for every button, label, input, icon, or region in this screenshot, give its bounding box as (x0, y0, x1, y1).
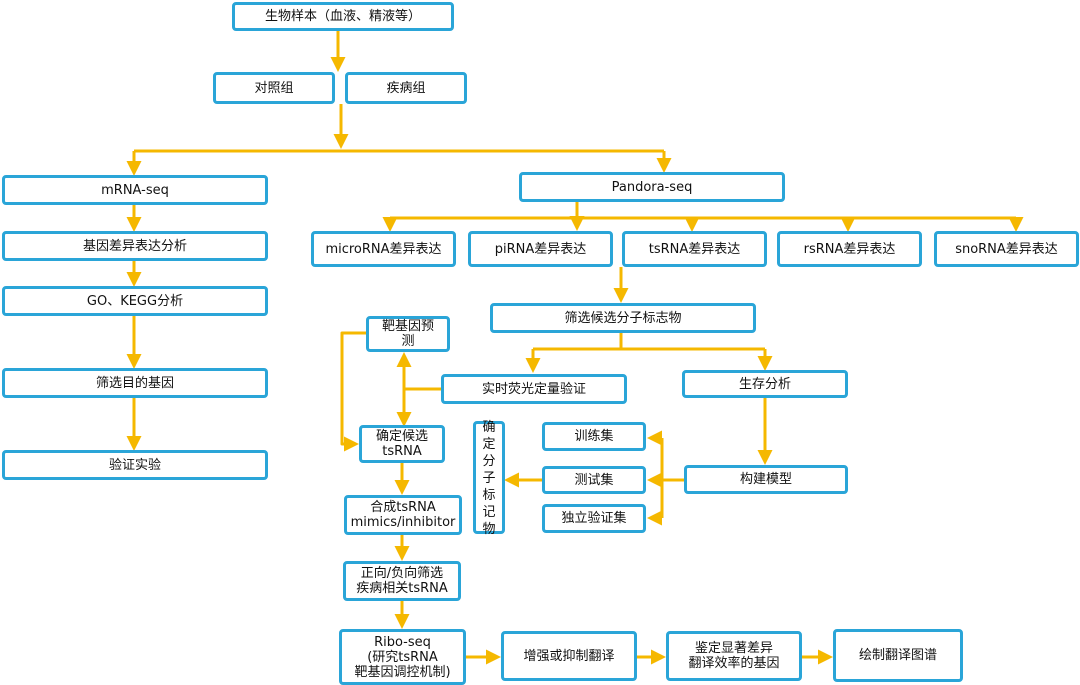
control-group-label: 对照组 (254, 80, 294, 96)
sample-box: 生物样本（血液、精液等） (232, 2, 454, 31)
identify-line2: 翻译效率的基因 (688, 656, 780, 671)
microrna-box: microRNA差异表达 (311, 231, 456, 267)
screen-related-line2: 疾病相关tsRNA (356, 581, 448, 596)
pirna-box: piRNA差异表达 (468, 231, 613, 267)
enhance-inhibit-box: 增强或抑制翻译 (501, 631, 637, 681)
sample-label: 生物样本（血液、精液等） (264, 9, 421, 24)
gene-diff-box: 基因差异表达分析 (2, 231, 268, 261)
enhance-inhibit-label: 增强或抑制翻译 (523, 648, 615, 664)
qpcr-box: 实时荧光定量验证 (441, 374, 627, 404)
pandora-seq-box: Pandora-seq (519, 172, 785, 202)
screen-related-line1: 正向/负向筛选 (360, 566, 444, 581)
build-model-box: 构建模型 (684, 465, 848, 494)
marker-vertical-label: 确定分子标记物 (482, 420, 496, 537)
tsrna-box: tsRNA差异表达 (622, 231, 767, 267)
pandora-seq-label: Pandora-seq (611, 179, 693, 195)
training-set-box: 训练集 (542, 422, 646, 451)
ribo-line3: 靶基因调控机制) (354, 664, 451, 680)
disease-group-label: 疾病组 (386, 80, 426, 96)
build-model-label: 构建模型 (739, 472, 792, 487)
screen-genes-box: 筛选目的基因 (2, 368, 268, 398)
screen-markers-box: 筛选候选分子标志物 (490, 303, 756, 333)
marker-vertical-box: 确定分子标记物 (473, 420, 505, 537)
tsrna-label: tsRNA差异表达 (648, 241, 741, 257)
go-kegg-box: GO、KEGG分析 (2, 286, 268, 316)
test-set-label: 测试集 (574, 472, 614, 488)
identify-line1: 鉴定显著差异 (694, 641, 773, 656)
draw-map-label: 绘制翻译图谱 (858, 648, 937, 663)
validation-label: 验证实验 (108, 457, 161, 473)
validation-box: 验证实验 (2, 450, 268, 480)
identify-genes-box: 鉴定显著差异 翻译效率的基因 (666, 631, 802, 681)
confirm-candidate-box: 确定候选 tsRNA (359, 425, 445, 463)
test-set-box: 测试集 (542, 466, 646, 494)
pirna-label: piRNA差异表达 (494, 241, 587, 257)
gene-diff-label: 基因差异表达分析 (82, 238, 187, 254)
screen-related-box: 正向/负向筛选 疾病相关tsRNA (343, 561, 461, 601)
ribo-line2: (研究tsRNA (367, 649, 438, 665)
snorna-box: snoRNA差异表达 (934, 231, 1079, 267)
training-set-label: 训练集 (574, 429, 614, 444)
draw-map-box: 绘制翻译图谱 (833, 629, 963, 682)
mrna-seq-box: mRNA-seq (2, 175, 268, 205)
arrow-target-loop-to-confirm (340, 331, 366, 452)
synthesis-line1: 合成tsRNA (370, 500, 436, 515)
screen-markers-label: 筛选候选分子标志物 (564, 310, 682, 326)
target-predict-label: 靶基因预测 (381, 319, 434, 349)
confirm-line1: 确定候选 (375, 429, 428, 444)
survival-label: 生存分析 (738, 376, 791, 392)
independent-set-label: 独立验证集 (561, 511, 627, 526)
microrna-label: microRNA差异表达 (325, 241, 442, 257)
disease-group-box: 疾病组 (345, 72, 467, 104)
ribo-line1: Ribo-seq (374, 634, 431, 650)
snorna-label: snoRNA差异表达 (955, 241, 1058, 257)
rsrna-box: rsRNA差异表达 (777, 231, 922, 267)
control-group-box: 对照组 (213, 72, 335, 104)
rsrna-label: rsRNA差异表达 (803, 241, 896, 257)
synthesis-line2: mimics/inhibitor (350, 515, 456, 530)
qpcr-label: 实时荧光定量验证 (481, 381, 586, 397)
confirm-line2: tsRNA (382, 444, 422, 459)
target-predict-box: 靶基因预测 (366, 316, 450, 352)
screen-genes-label: 筛选目的基因 (95, 375, 174, 391)
mrna-seq-label: mRNA-seq (101, 182, 169, 198)
go-kegg-label: GO、KEGG分析 (86, 293, 184, 309)
synthesis-box: 合成tsRNA mimics/inhibitor (344, 495, 462, 535)
survival-box: 生存分析 (682, 370, 848, 398)
ribo-seq-box: Ribo-seq (研究tsRNA 靶基因调控机制) (339, 629, 466, 685)
independent-set-box: 独立验证集 (542, 504, 646, 533)
